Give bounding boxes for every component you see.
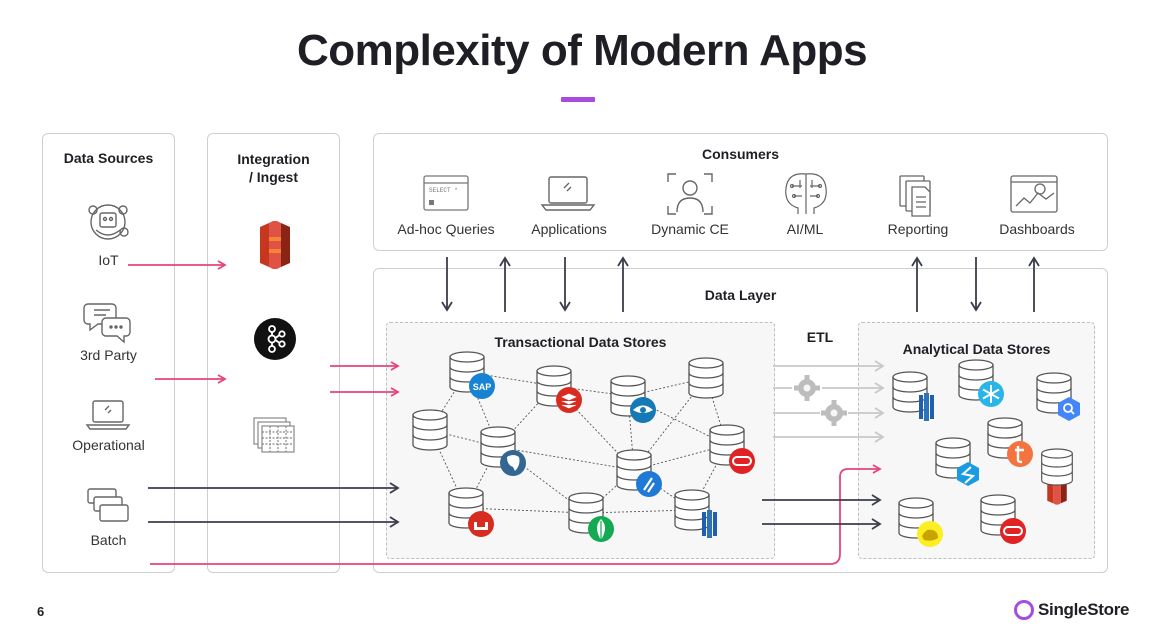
data-source-label-operational: Operational xyxy=(72,437,145,453)
gear-icon xyxy=(821,400,847,426)
gear-icon xyxy=(794,375,820,401)
brand-name: SingleStore xyxy=(1038,600,1130,619)
brain-circuit-icon xyxy=(785,173,827,214)
database-icon xyxy=(1041,448,1073,505)
table-grid-icon xyxy=(253,417,295,453)
singlestore-logo-icon xyxy=(1014,600,1034,620)
database-icon xyxy=(568,492,614,542)
database-icon xyxy=(412,409,448,451)
aws-s3-icon xyxy=(260,221,290,269)
database-icon xyxy=(480,426,526,476)
integration-header-line2: / Ingest xyxy=(248,169,298,185)
mongodb-badge-icon xyxy=(588,516,614,542)
page-number: 6 xyxy=(37,604,45,619)
database-icon xyxy=(674,489,717,538)
database-icon xyxy=(958,359,1004,407)
consumer-label-aiml: AI/ML xyxy=(786,221,824,237)
data-sources-header: Data Sources xyxy=(63,150,154,166)
consumer-label-adhoc: Ad-hoc Queries xyxy=(397,221,495,237)
oracle-badge-icon xyxy=(1000,518,1026,544)
aurora-badge-icon xyxy=(702,510,717,538)
data-source-label-iot: IoT xyxy=(98,252,119,268)
transactional-stores-header: Transactional Data Stores xyxy=(494,334,667,350)
database-icon xyxy=(1036,372,1080,421)
database-icon xyxy=(709,424,755,474)
page-title: Complexity of Modern Apps xyxy=(296,26,868,75)
sap-badge-icon: SAP xyxy=(469,373,495,399)
stacked-files-icon xyxy=(87,488,129,522)
sql-window-text: SELECT * xyxy=(429,187,458,194)
azure-sql-badge-icon xyxy=(636,471,662,497)
redshift-badge-icon xyxy=(468,511,494,537)
data-layer-header: Data Layer xyxy=(704,287,777,303)
consumer-data-arrows xyxy=(441,256,1040,312)
synapse-badge-icon xyxy=(957,462,979,486)
integration-header-line1: Integration xyxy=(237,151,310,167)
oracle-badge-icon xyxy=(729,448,755,474)
pink-flow-arrows xyxy=(128,260,882,565)
database-icon xyxy=(616,449,662,497)
consumer-label-applications: Applications xyxy=(531,221,607,237)
consumer-label-dynamic-ce: Dynamic CE xyxy=(651,221,729,237)
snowflake-badge-icon xyxy=(978,381,1004,407)
data-source-label-batch: Batch xyxy=(90,532,127,548)
database-icon xyxy=(536,365,582,413)
teradata-badge-icon xyxy=(1007,441,1033,467)
postgres-badge-icon xyxy=(500,450,526,476)
bigquery-badge-icon xyxy=(1058,397,1080,421)
consumers-header: Consumers xyxy=(701,146,780,162)
person-focus-icon xyxy=(667,173,713,215)
iot-robot-icon xyxy=(88,204,129,240)
etl-label: ETL xyxy=(806,329,834,345)
chat-bubbles-icon xyxy=(83,303,131,344)
database-icon xyxy=(448,487,494,537)
data-source-label-3rd-party: 3rd Party xyxy=(80,347,137,363)
sql-window-icon: SELECT * xyxy=(423,175,469,211)
dashboard-chart-icon xyxy=(1010,175,1058,213)
database-icon xyxy=(610,375,656,423)
database-icon xyxy=(980,494,1026,544)
batch-flow-arrows xyxy=(148,482,882,530)
aurora-badge-icon xyxy=(919,393,934,421)
database-icon xyxy=(935,437,979,486)
etl-arrows xyxy=(773,360,883,443)
documents-icon xyxy=(899,175,931,217)
sap-badge-text: SAP xyxy=(473,382,492,392)
redis-badge-icon xyxy=(556,387,582,413)
hive-badge-icon xyxy=(917,521,943,547)
consumers-panel xyxy=(373,133,1108,251)
database-icon xyxy=(898,497,943,547)
database-icon xyxy=(987,417,1033,467)
database-icon xyxy=(892,371,934,421)
database-icon xyxy=(688,357,724,399)
database-icon: SAP xyxy=(449,351,495,399)
kafka-icon xyxy=(254,318,296,360)
brand-logo: SingleStore xyxy=(1014,600,1129,620)
laptop-icon xyxy=(540,176,596,211)
consumer-label-dashboards: Dashboards xyxy=(999,221,1075,237)
eye-db-badge-icon xyxy=(630,397,656,423)
consumer-label-reporting: Reporting xyxy=(887,221,949,237)
analytical-stores-header: Analytical Data Stores xyxy=(902,341,1051,357)
laptop-icon xyxy=(85,400,131,430)
title-underline xyxy=(561,97,595,102)
